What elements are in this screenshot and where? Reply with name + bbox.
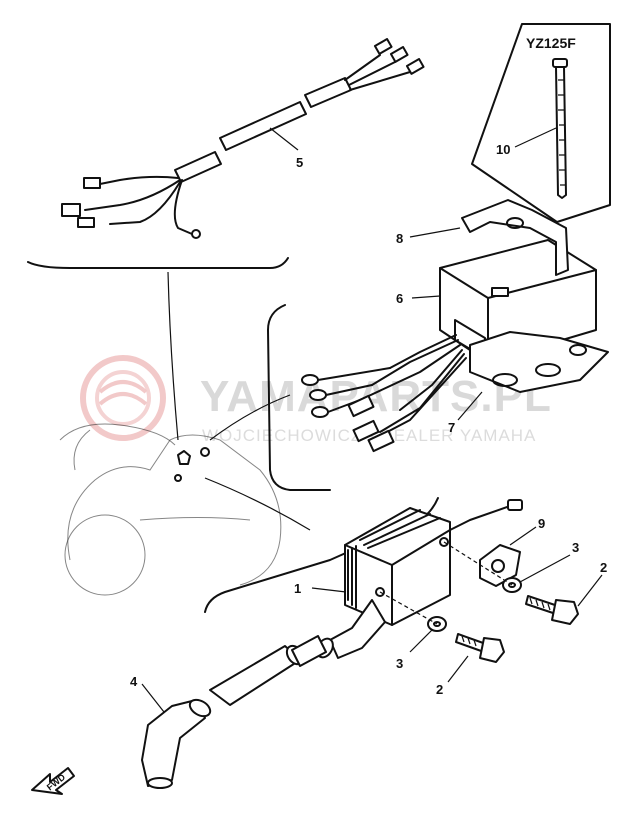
wire-harness: 5	[61, 38, 425, 239]
washer-left: 3	[396, 616, 447, 671]
cable-tie	[552, 58, 568, 199]
callout-6: 6	[396, 291, 403, 306]
motorcycle-outline	[59, 423, 282, 596]
model-label: YZ125F	[526, 35, 576, 51]
callout-5: 5	[296, 155, 303, 170]
model-inset: YZ125F 10	[471, 23, 611, 223]
watermark-logo	[80, 355, 166, 441]
callout-8: 8	[396, 231, 403, 246]
bolt-right: 2	[525, 560, 607, 625]
bolt-left: 2	[436, 633, 505, 697]
callout-2-left: 2	[436, 682, 443, 697]
forward-arrow-icon: FWD	[31, 767, 75, 795]
callout-4: 4	[130, 674, 138, 689]
callout-2-right: 2	[600, 560, 607, 575]
callout-10: 10	[496, 142, 510, 157]
callout-3-right: 3	[572, 540, 579, 555]
callout-7: 7	[448, 420, 455, 435]
spark-plug-cap: 4	[130, 674, 212, 789]
coil-connector: 9	[479, 516, 545, 587]
callout-1: 1	[294, 581, 301, 596]
fastening-guides	[379, 541, 513, 625]
high-tension-lead	[209, 635, 327, 706]
callout-9: 9	[538, 516, 545, 531]
cdi-unit: 6 7 8	[301, 199, 609, 453]
watermark: YAMAPARTS.PL WOJCIECHOWICZ - DEALER YAMA…	[80, 355, 551, 445]
callout-3-left: 3	[396, 656, 403, 671]
group-brackets	[27, 257, 439, 613]
